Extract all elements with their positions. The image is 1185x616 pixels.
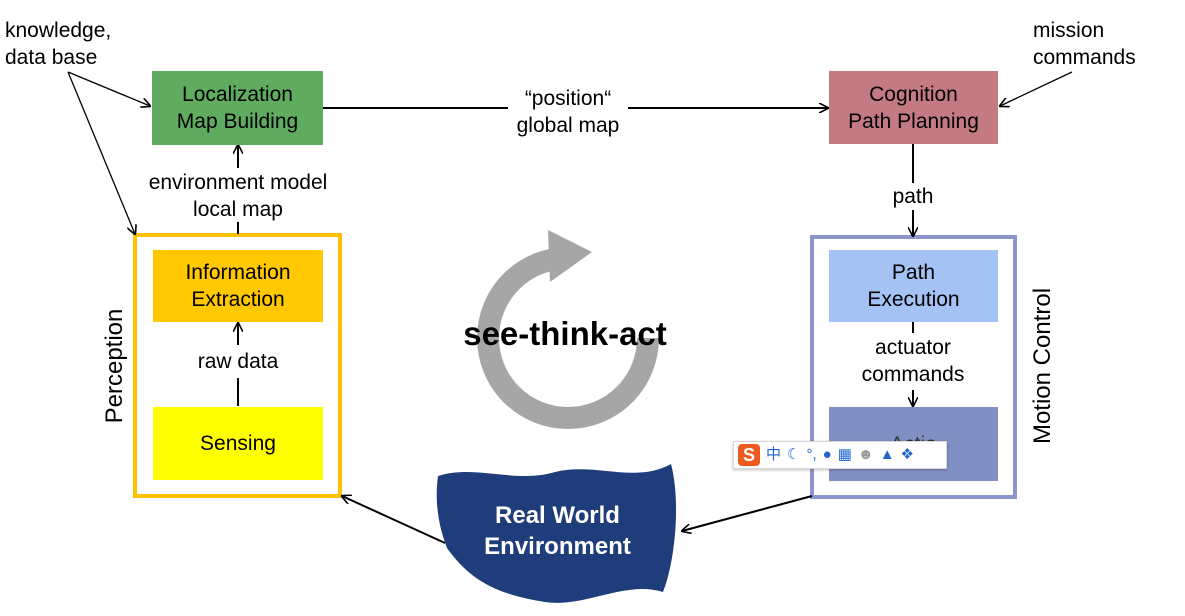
shirt-icon[interactable]: ▲ [879, 446, 895, 463]
extraction-label: Extraction [191, 288, 285, 311]
knowledge-label: knowledge, data base [5, 19, 112, 69]
sensing-box: Sensing [153, 407, 323, 480]
wrench-icon[interactable]: ❖ [900, 446, 914, 463]
mission-commands-label: mission commands [1033, 19, 1136, 69]
raw-data-label: raw data [197, 350, 279, 373]
perception-label: Perception [101, 308, 128, 424]
keyboard-icon[interactable]: ▦ [837, 446, 852, 463]
perception-frame [133, 233, 342, 498]
user-icon[interactable]: ☻ [857, 446, 874, 463]
arrow-mission-to-cognition [1000, 71, 1073, 106]
ime-logo-icon[interactable]: S [738, 444, 760, 466]
real-world-label: Real World Environment [484, 502, 631, 560]
information-extraction-box: Information Extraction [153, 250, 323, 322]
moon-icon[interactable]: ☾ [787, 446, 801, 463]
path-planning-label: Path Planning [848, 109, 979, 133]
cognition-path-planning-box: Cognition Path Planning [829, 71, 998, 144]
localization-map-building-box: Localization Map Building [152, 71, 323, 145]
localization-label: Localization [182, 83, 293, 106]
map-building-label: Map Building [176, 110, 299, 133]
cognition-label: Cognition [869, 82, 958, 106]
motion-control-label: Motion Control [1029, 287, 1056, 445]
arrow-world-to-perception [342, 496, 446, 544]
position-global-map-label: “position“ global map [516, 87, 620, 137]
see-think-act-label: see-think-act [463, 315, 667, 352]
arrow-knowledge-to-localization [67, 71, 150, 106]
arrow-knowledge-to-perception [67, 71, 135, 234]
path-arrow-label: path [892, 185, 934, 208]
path-label: Path [891, 261, 936, 284]
actuator-commands-label: actuator commands [861, 336, 965, 386]
arrow-actuation-to-world [682, 495, 813, 531]
microphone-icon[interactable]: ● [822, 446, 832, 463]
motion-control-frame [810, 235, 1017, 499]
cycle-arrow-icon [477, 247, 659, 429]
execution-label: Execution [867, 288, 960, 311]
punctuation-icon[interactable]: °, [806, 446, 817, 463]
sensing-label: Sensing [200, 432, 276, 455]
real-world-blob [436, 464, 677, 603]
ime-mode-toggle[interactable]: 中 [766, 446, 782, 463]
environment-model-label: environment model local map [148, 171, 328, 221]
information-label: Information [185, 261, 291, 284]
path-execution-box: Path Execution [829, 250, 998, 322]
ime-toolbar[interactable]: S 中 ☾ °, ● ▦ ☻ ▲ ❖ [733, 441, 947, 469]
